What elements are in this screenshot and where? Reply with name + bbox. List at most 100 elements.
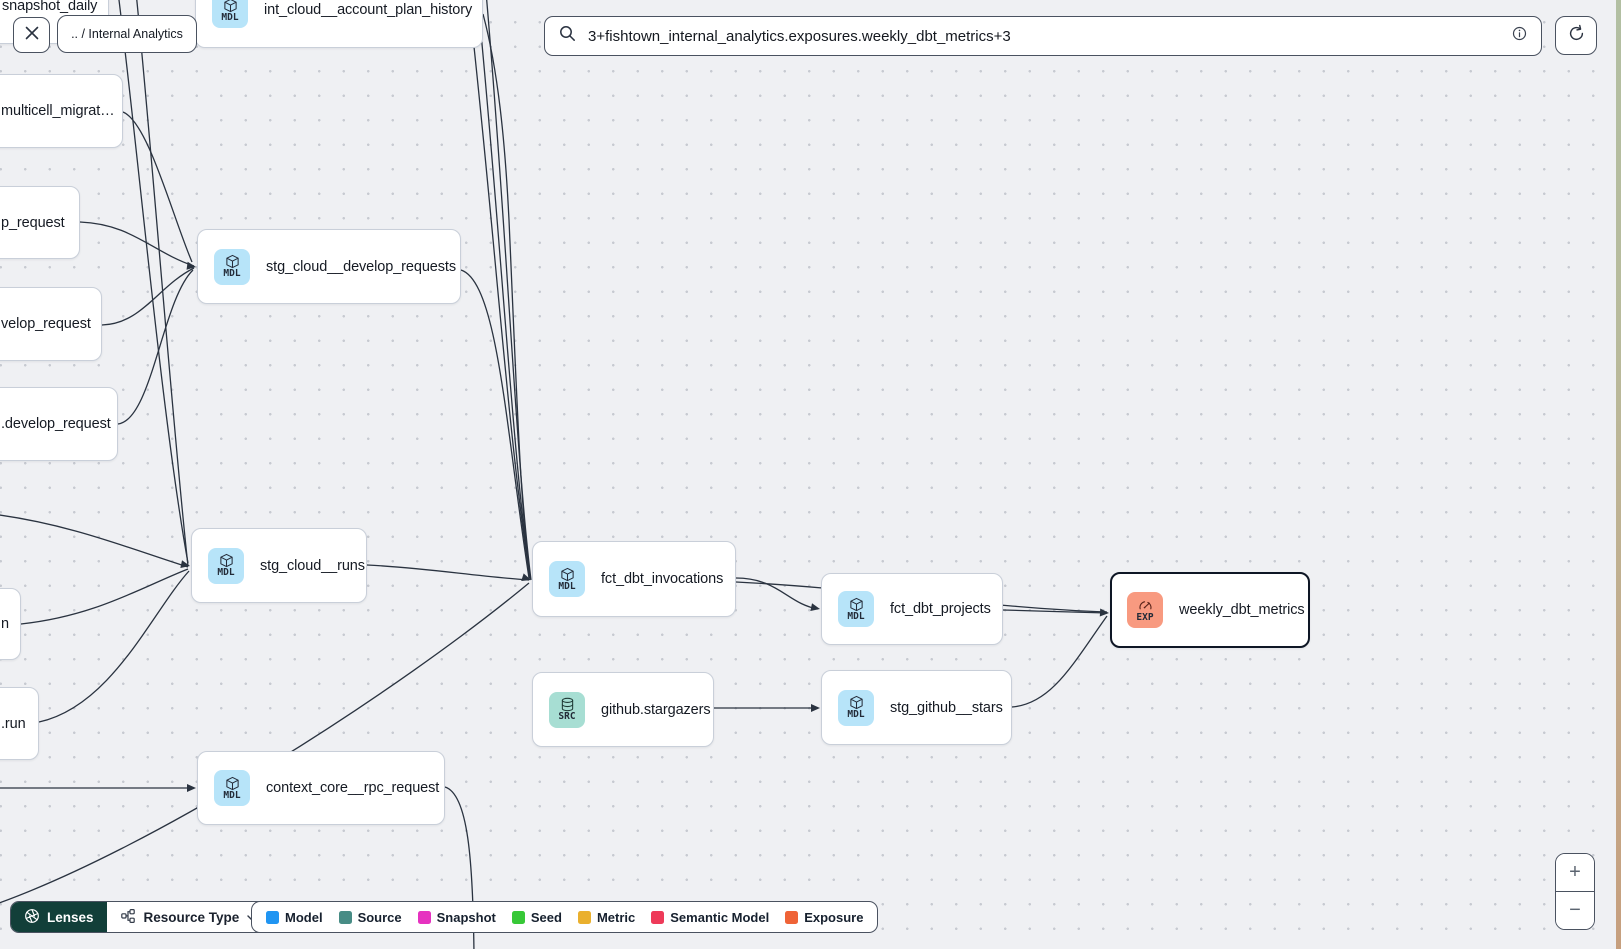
- graph-node-fct-dbt-projects[interactable]: MDL fct_dbt_projects: [821, 573, 1003, 645]
- lineage-edge: [20, 568, 189, 625]
- legend-swatch: [338, 910, 352, 924]
- lineage-edge: [0, 514, 189, 568]
- lineage-edge: [38, 570, 190, 723]
- model-icon: [223, 0, 238, 13]
- lineage-edge: [486, 0, 532, 581]
- graph-node-stg-cloud-runs[interactable]: MDL stg_cloud__runs: [191, 528, 367, 603]
- legend-swatch: [511, 910, 525, 924]
- model-icon: [849, 695, 864, 710]
- lineage-edge: [1002, 609, 1108, 614]
- node-label: stg_cloud__runs: [260, 557, 365, 574]
- model-icon: [849, 597, 864, 612]
- lenses-button[interactable]: Lenses: [11, 902, 107, 932]
- edge-arrowhead: [1099, 608, 1109, 617]
- graph-node-develop-request[interactable]: MDL.develop_request: [0, 387, 118, 461]
- legend-item-model: Model: [266, 910, 323, 925]
- lineage-edge: [117, 269, 194, 425]
- legend-item-seed: Seed: [511, 909, 562, 925]
- legend-item-semantic-model: Semantic Model: [651, 910, 769, 925]
- graph-node-p-request[interactable]: MDLp_request: [0, 186, 80, 259]
- node-label: fct_dbt_projects: [890, 601, 991, 617]
- close-icon: [25, 26, 39, 45]
- legend-item-metric: Metric: [577, 909, 636, 925]
- legend-label: Semantic Model: [670, 909, 770, 925]
- resource-type-dropdown[interactable]: Resource Type: [106, 902, 272, 932]
- legend-label: Seed: [530, 909, 562, 925]
- close-button[interactable]: [13, 17, 50, 53]
- refresh-icon: [1567, 24, 1586, 48]
- graph-node-stg-github-stars[interactable]: MDL stg_github__stars: [821, 670, 1012, 745]
- model-icon: [225, 254, 240, 269]
- graph-node-velop-request[interactable]: MDLvelop_request: [0, 287, 102, 361]
- refresh-button[interactable]: [1555, 16, 1597, 55]
- legend-label: Model: [285, 909, 323, 925]
- model-badge: MDL: [549, 561, 585, 597]
- legend-swatch: [785, 910, 799, 924]
- node-label: .run: [1, 715, 26, 732]
- info-icon[interactable]: [1512, 26, 1527, 46]
- graph-node-n-cut[interactable]: MDLn: [0, 588, 21, 660]
- legend-item-exposure: Exposure: [785, 910, 863, 925]
- node-label: github.stargazers: [601, 701, 711, 718]
- lineage-edge: [118, 0, 189, 564]
- node-label: snapshot_daily: [2, 0, 98, 14]
- legend-swatch: [651, 910, 665, 924]
- model-badge: MDL: [212, 0, 248, 28]
- lineage-edge: [735, 577, 819, 610]
- lineage-edge: [482, 13, 531, 580]
- node-label: p_request: [1, 214, 65, 231]
- desktop-background-strip: [1616, 0, 1621, 949]
- legend-swatch: [266, 910, 279, 924]
- lenses-toolbar: Lenses Resource Type: [10, 901, 273, 933]
- resource-type-legend: Model Source Snapshot Seed Metric Semantic Mo…: [251, 901, 879, 933]
- legend-label: Exposure: [804, 909, 864, 925]
- search-icon: [559, 25, 576, 47]
- node-label: velop_request: [1, 316, 91, 332]
- model-icon: [225, 776, 240, 791]
- edge-arrowhead: [810, 603, 820, 612]
- lineage-edge: [101, 267, 195, 326]
- model-badge: MDL: [214, 248, 250, 285]
- edge-arrowhead: [811, 704, 820, 712]
- node-label: stg_github__stars: [890, 699, 1003, 716]
- lenses-label: Lenses: [47, 909, 94, 925]
- aperture-icon: [24, 908, 40, 927]
- lineage-edge: [136, 0, 189, 567]
- legend-swatch: [417, 910, 431, 924]
- lineage-edge: [477, 0, 531, 579]
- zoom-controls: + −: [1555, 853, 1595, 930]
- lineage-edge: [366, 564, 530, 581]
- edge-arrowhead: [187, 784, 196, 792]
- model-badge: MDL: [838, 689, 874, 726]
- lineage-edge: [122, 111, 193, 263]
- graph-node-run-cut[interactable]: MDL.run: [0, 687, 39, 760]
- breadcrumb[interactable]: .. / Internal Analytics: [57, 15, 197, 53]
- zoom-out-button[interactable]: −: [1556, 892, 1594, 929]
- node-label: multicell_migrat…: [1, 103, 115, 119]
- legend-item-source: Source: [338, 910, 402, 925]
- resource-type-label: Resource Type: [143, 909, 240, 925]
- search-input[interactable]: [586, 26, 1502, 46]
- lineage-edge: [79, 221, 195, 267]
- zoom-in-button[interactable]: +: [1556, 854, 1594, 892]
- exposure-icon: [1138, 598, 1153, 613]
- model-badge: MDL: [208, 547, 244, 584]
- edge-arrowhead: [180, 560, 190, 569]
- graph-node-multicell-migrat[interactable]: MDLmulticell_migrat…: [0, 74, 123, 148]
- search-bar[interactable]: [544, 16, 1542, 56]
- model-badge: MDL: [214, 770, 250, 806]
- model-badge: MDL: [838, 591, 874, 627]
- legend-label: Metric: [596, 909, 636, 925]
- source-icon: [560, 697, 575, 712]
- lineage-edge: [468, 0, 531, 578]
- legend-label: Snapshot: [436, 909, 496, 925]
